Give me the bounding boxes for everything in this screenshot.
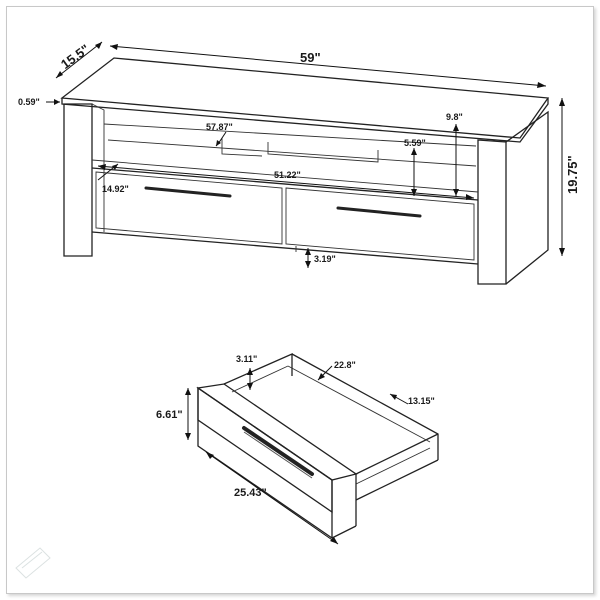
dim-line-overall-width xyxy=(109,45,547,87)
stand-shelf-inner-2 xyxy=(267,142,379,163)
drawer-detail xyxy=(196,353,439,540)
label-drawer-side-height: 3.11" xyxy=(236,354,257,364)
drawer-inner-right xyxy=(355,447,431,485)
drawer-inner-left xyxy=(231,365,289,393)
label-depth: 15.5" xyxy=(58,41,92,72)
label-inner-width: 57.87" xyxy=(206,122,233,132)
drawer-right-side xyxy=(355,433,439,475)
image-frame xyxy=(6,6,594,594)
stand-drawer-left xyxy=(95,171,283,245)
label-shelf-height: 9.8" xyxy=(446,112,463,122)
drawer-inner-back xyxy=(287,365,431,443)
label-floor-clearance: 3.19" xyxy=(314,254,336,264)
dim-line-depth xyxy=(55,41,103,79)
label-overall-width: 59" xyxy=(300,50,321,65)
stand-right-leg xyxy=(477,139,507,285)
stand-shelf-inner xyxy=(221,138,263,157)
drawer-handle xyxy=(242,426,314,476)
label-overall-height: 19.75" xyxy=(565,155,580,194)
label-opening-height: 5.59" xyxy=(404,138,426,148)
drawer-front-panel xyxy=(196,383,358,481)
dim-line-drawer-span xyxy=(97,165,475,199)
label-drawer-height: 6.61" xyxy=(156,409,183,421)
drawer-dimensions: 6.61" 3.11" 22.8" 13.15" 25.43" xyxy=(156,354,435,545)
stand-shelf-floor-back xyxy=(107,139,477,167)
stand-right-leg-side xyxy=(505,110,549,285)
label-side-depth: 14.92" xyxy=(102,184,129,194)
stand-drawer-right-handle xyxy=(336,206,422,218)
label-drawer-depth: 22.8" xyxy=(334,360,356,370)
stand-shelf-back xyxy=(103,123,477,147)
drawer-right-side-bottom xyxy=(355,459,439,501)
drawer-handle-shadow xyxy=(243,431,313,479)
label-drawer-inner-width: 13.15" xyxy=(408,396,435,406)
stand-left-leg-side xyxy=(91,103,105,232)
stand-top-front-edge xyxy=(61,98,549,143)
drawer-front-right-edge xyxy=(331,525,357,539)
stand-body-bottom xyxy=(91,231,479,265)
label-top-thickness: 0.59" xyxy=(18,97,40,107)
dim-line-drawer-width xyxy=(205,451,339,545)
stand-drawer-right xyxy=(285,187,475,261)
label-drawer-span: 51.22" xyxy=(274,170,301,180)
drawer-front-panel-front xyxy=(197,386,333,540)
tv-stand xyxy=(60,57,550,285)
label-drawer-width: 25.43" xyxy=(234,487,267,499)
stand-left-leg xyxy=(63,103,93,257)
stand-dimensions: 59" 15.5" 0.59" 57.87" 9.8" 5.59" xyxy=(18,41,580,268)
stand-drawer-left-handle xyxy=(144,186,232,198)
watermark-stamp-icon xyxy=(15,547,51,579)
